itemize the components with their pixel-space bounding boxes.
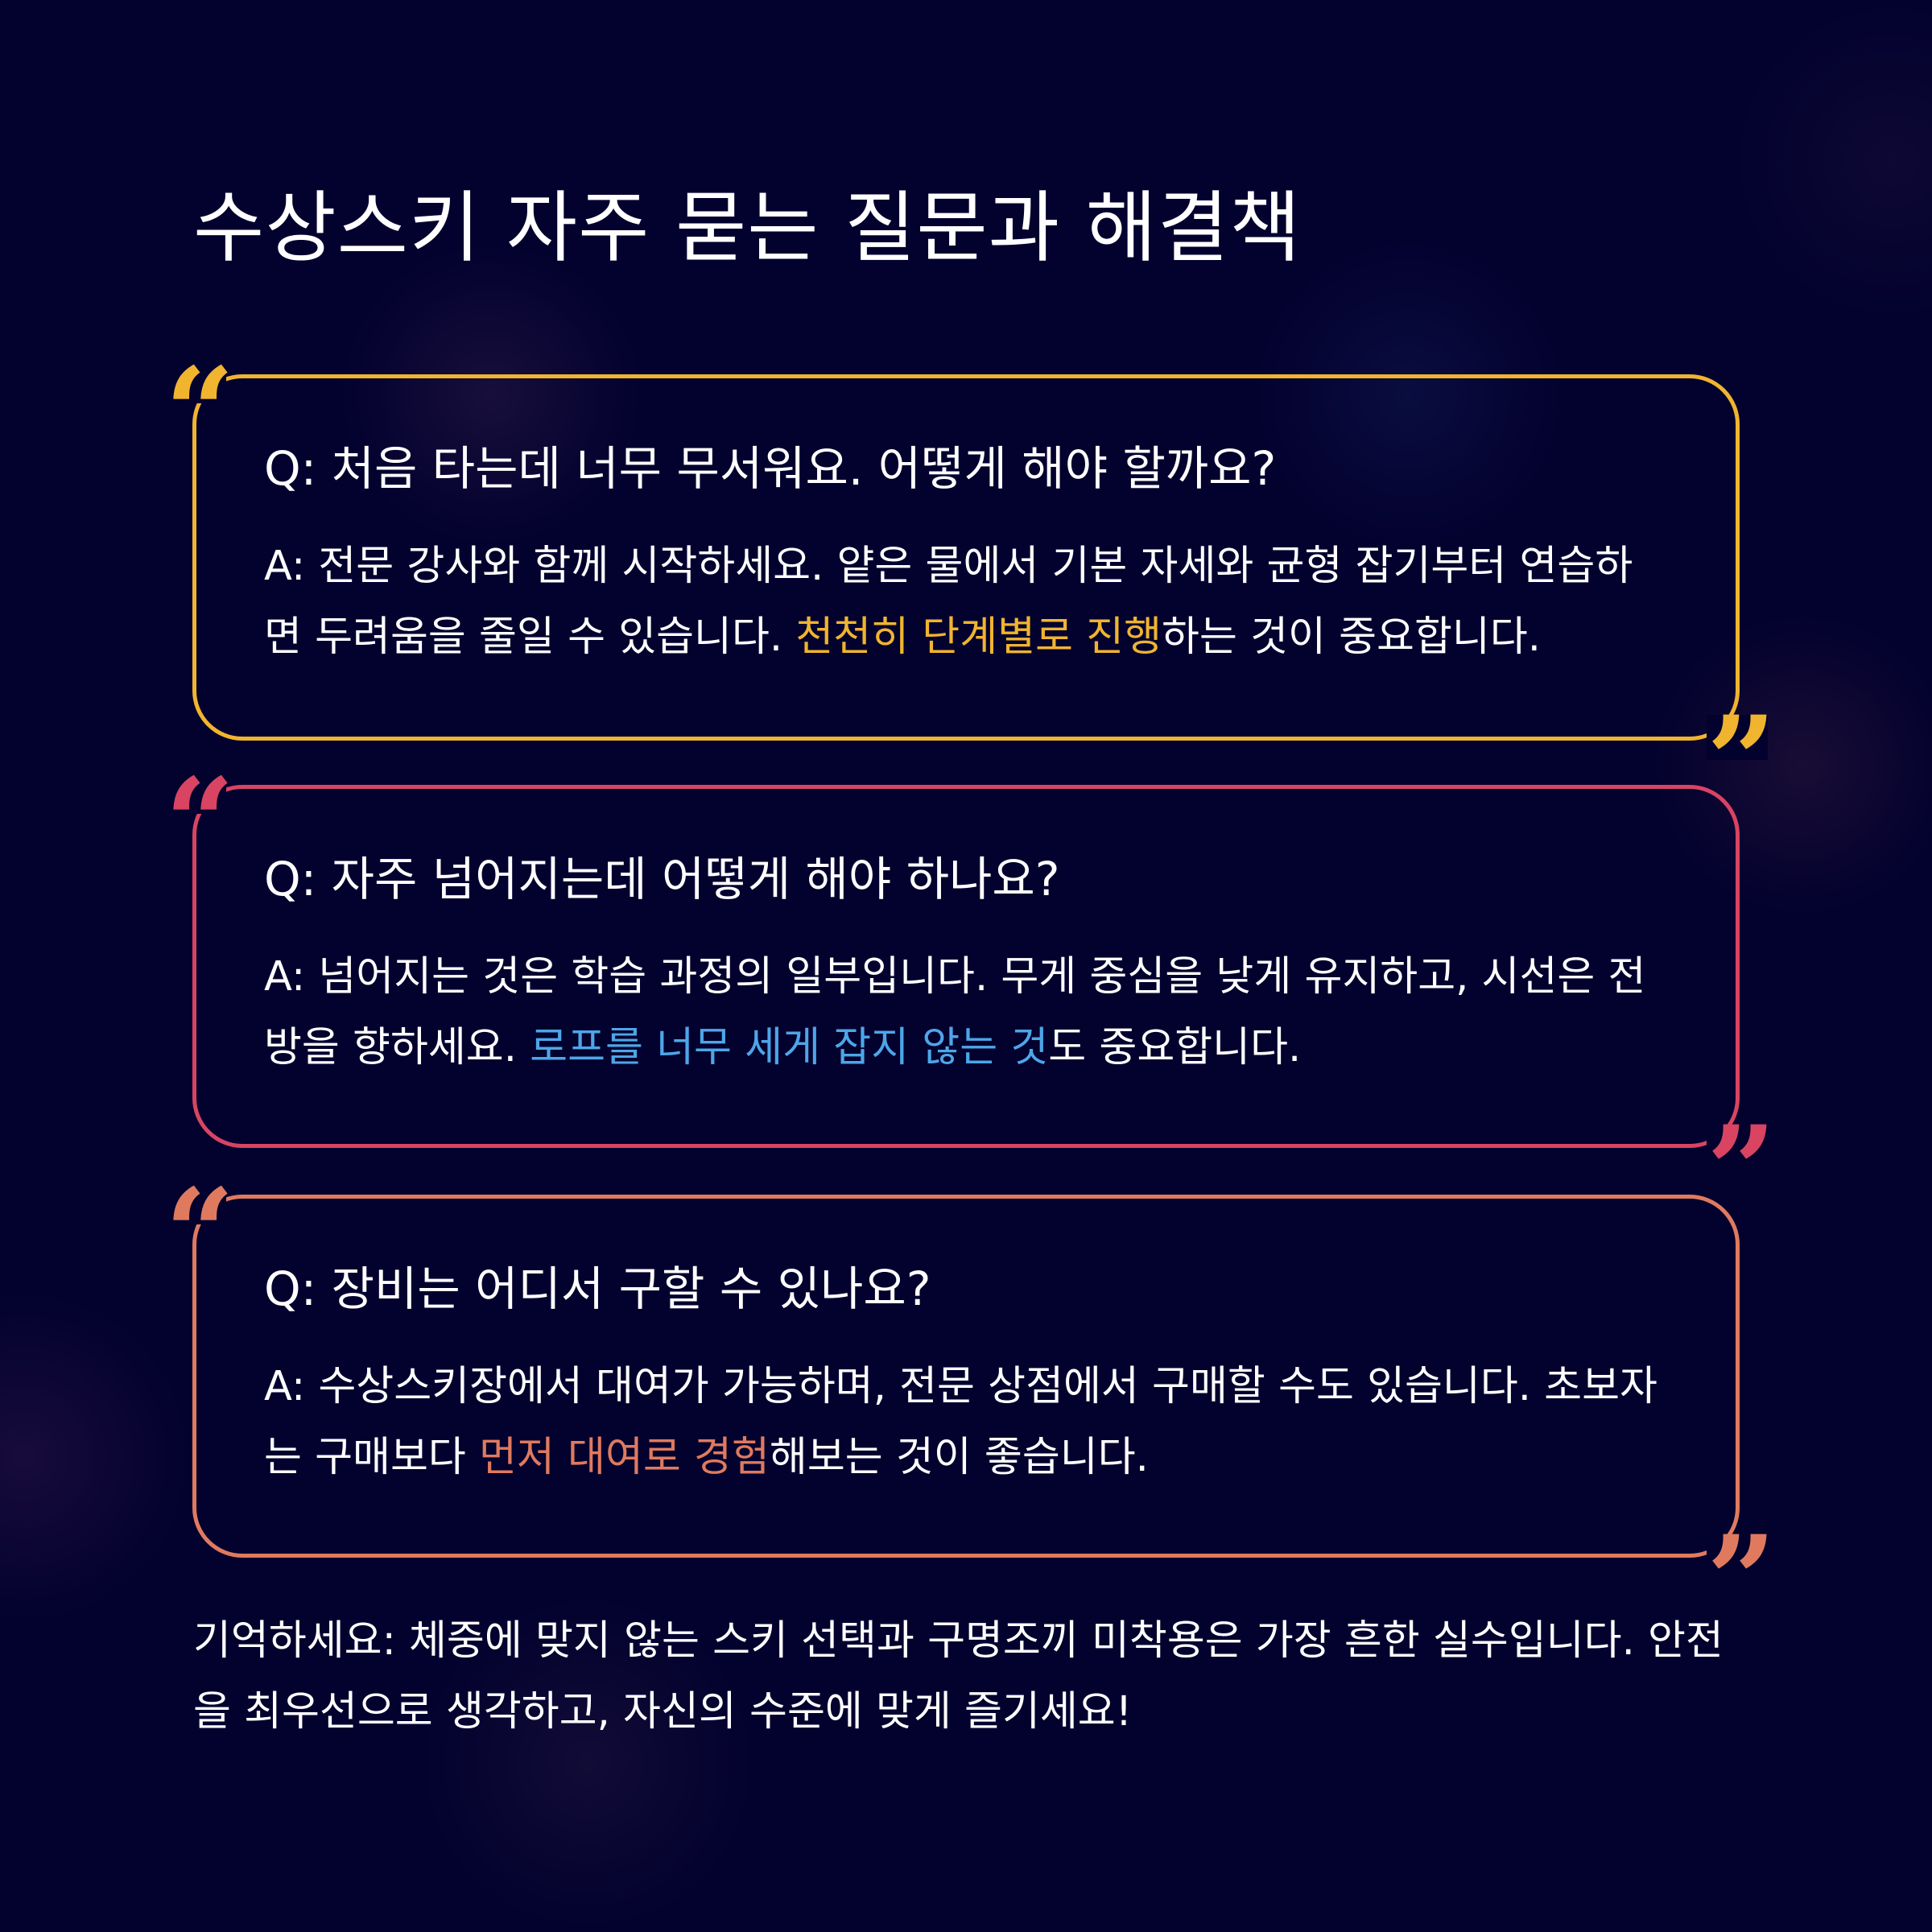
page-title: 수상스키 자주 묻는 질문과 해결책: [193, 183, 1302, 273]
faq-question: Q: 처음 타는데 너무 무서워요. 어떻게 해야 할까요?: [264, 441, 1277, 496]
open-quote-icon: “: [165, 752, 235, 894]
background-glow: [0, 1288, 193, 1626]
faq-card-3: Q: 장비는 어디서 구할 수 있나요? A: 수상스키장에서 대여가 가능하며…: [192, 1195, 1740, 1558]
answer-text: A: 전문 강사와 함께 시작하세요. 얕은 물에서 기본 자세와 균형 잡기부…: [264, 543, 1633, 661]
close-quote-icon: ”: [1707, 1509, 1777, 1651]
faq-answer: A: 넘어지는 것은 학습 과정의 일부입니다. 무게 중심을 낮게 유지하고,…: [264, 942, 1665, 1084]
footer-note: 기억하세요: 체중에 맞지 않는 스키 선택과 구명조끼 미착용은 가장 흔한 …: [193, 1617, 1724, 1736]
open-quote-icon: “: [165, 1162, 235, 1304]
faq-question: Q: 장비는 어디서 구할 수 있나요?: [264, 1261, 931, 1316]
background-glow: [1731, 0, 1932, 322]
close-quote-icon: ”: [1707, 1100, 1777, 1241]
answer-text: 도 중요합니다.: [1048, 1024, 1302, 1071]
faq-answer: A: 수상스키장에서 대여가 가능하며, 전문 상점에서 구매할 수도 있습니다…: [264, 1352, 1665, 1493]
answer-highlight: 천천히 단계별로 진행: [795, 613, 1162, 661]
answer-text: A: 넘어지는 것은 학습 과정의 일부입니다. 무게 중심을 낮게 유지하고,…: [264, 953, 1646, 1071]
faq-answer: A: 전문 강사와 함께 시작하세요. 얕은 물에서 기본 자세와 균형 잡기부…: [264, 531, 1665, 673]
open-quote-icon: “: [165, 341, 235, 483]
faq-card-2: Q: 자주 넘어지는데 어떻게 해야 하나요? A: 넘어지는 것은 학습 과정…: [192, 785, 1740, 1148]
faq-question: Q: 자주 넘어지는데 어떻게 해야 하나요?: [264, 852, 1060, 906]
answer-text: 해보는 것이 좋습니다.: [769, 1434, 1149, 1481]
close-quote-icon: ”: [1707, 690, 1777, 832]
answer-text: A: 수상스키장에서 대여가 가능하며, 전문 상점에서 구매할 수도 있습니다…: [264, 1363, 1657, 1481]
answer-highlight: 먼저 대여로 경험: [479, 1434, 770, 1481]
answer-highlight: 로프를 너무 세게 잡지 않는 것: [530, 1024, 1049, 1071]
answer-text: 하는 것이 중요합니다.: [1162, 613, 1541, 661]
faq-card-1: Q: 처음 타는데 너무 무서워요. 어떻게 해야 할까요? A: 전문 강사와…: [192, 374, 1740, 741]
